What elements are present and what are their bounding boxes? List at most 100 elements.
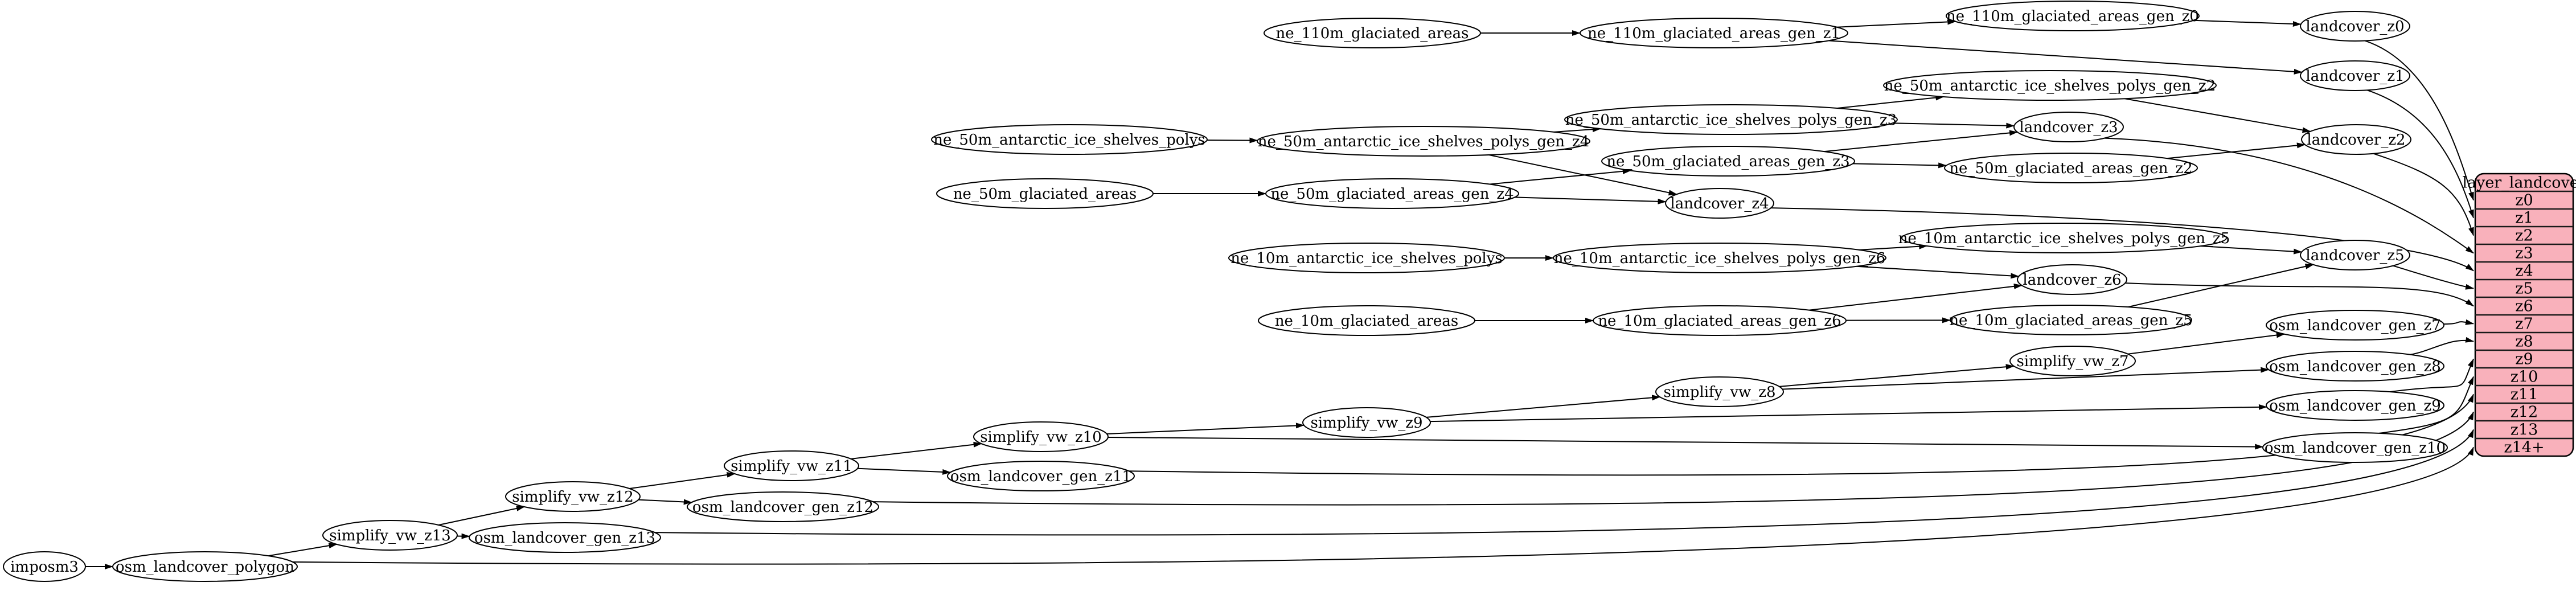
edge-simplify_vw_z8-to-osm_landcover_gen_z8	[1782, 367, 2270, 390]
edge-landcover_z1-to-layer_landcover-z1	[2366, 89, 2474, 219]
node-simplify_vw_z9-label: simplify_vw_z9	[1310, 415, 1422, 432]
edge-osm_landcover_gen_z9-to-layer_landcover-z9	[2389, 358, 2474, 393]
node-osm_landcover_gen_z9-label: osm_landcover_gen_z9	[2269, 397, 2441, 415]
edge-osm_landcover_polygon-to-simplify_vw_z13	[268, 543, 338, 557]
node-ne_50m_glaciated_areas-label: ne_50m_glaciated_areas	[953, 186, 1137, 203]
edge-simplify_vw_z9-to-osm_landcover_gen_z9	[1430, 404, 2267, 423]
node-ne_50m_glaciated_areas_gen_z4: ne_50m_glaciated_areas_gen_z4	[1265, 178, 1519, 209]
edge-ne_50m_antarctic_ice_shelves_polys_gen_z2-to-landcover_z2	[2124, 98, 2311, 133]
edge-ne_10m_antarctic_ice_shelves_polys_gen_z5-to-landcover_z5	[2200, 245, 2303, 255]
node-landcover_z0: landcover_z0	[2300, 11, 2410, 42]
node-ne_50m_antarctic_ice_shelves_polys_gen_z3-shape	[1564, 104, 1898, 135]
node-osm_landcover_gen_z10: osm_landcover_gen_z10	[2262, 432, 2448, 463]
node-ne_110m_glaciated_areas-label: ne_110m_glaciated_areas	[1276, 25, 1469, 42]
table-row-z0: z0	[2515, 192, 2533, 210]
node-osm_landcover_gen_z7: osm_landcover_gen_z7	[2266, 310, 2444, 341]
node-osm_landcover_gen_z12-shape	[687, 491, 879, 522]
edge-simplify_vw_z8-to-simplify_vw_z7	[1779, 364, 2015, 387]
table-row-z12: z12	[2511, 404, 2538, 421]
edge-ne_110m_glaciated_areas_gen_z0-to-landcover_z0	[2193, 19, 2302, 27]
node-ne_110m_glaciated_areas-shape	[1264, 18, 1481, 48]
edge-ne_50m_glaciated_areas_gen_z3-to-landcover_z3	[1824, 130, 2018, 153]
table-row-z6: z6	[2515, 298, 2533, 315]
node-ne_110m_glaciated_areas_gen_z1: ne_110m_glaciated_areas_gen_z1	[1580, 18, 1848, 48]
edge-landcover_z5-to-layer_landcover-z5	[2393, 265, 2474, 290]
node-ne_50m_glaciated_areas_gen_z3: ne_50m_glaciated_areas_gen_z3	[1601, 146, 1855, 177]
node-ne_50m_antarctic_ice_shelves_polys_gen_z2-shape	[1883, 70, 2217, 101]
node-ne_50m_antarctic_ice_shelves_polys_gen_z4-label: ne_50m_antarctic_ice_shelves_polys_gen_z…	[1258, 133, 1590, 150]
node-imposm3-shape	[3, 551, 86, 582]
table-row-z8: z8	[2515, 333, 2533, 351]
node-landcover_z5: landcover_z5	[2300, 240, 2410, 270]
node-simplify_vw_z11-shape	[724, 450, 859, 481]
node-ne_50m_glaciated_areas_gen_z3-label: ne_50m_glaciated_areas_gen_z3	[1606, 153, 1849, 170]
edge-ne_50m_antarctic_ice_shelves_polys_gen_z3-to-landcover_z3	[1892, 122, 2015, 129]
node-ne_50m_antarctic_ice_shelves_polys_gen_z3-label: ne_50m_antarctic_ice_shelves_polys_gen_z…	[1565, 112, 1897, 129]
node-ne_50m_glaciated_areas: ne_50m_glaciated_areas	[936, 178, 1154, 209]
edge-ne_50m_antarctic_ice_shelves_polys_gen_z3-to-ne_50m_antarctic_ice_shelves_polys_gen_z2	[1837, 95, 1945, 109]
edge-simplify_vw_z10-to-osm_landcover_gen_z10	[1107, 436, 2264, 450]
edge-ne_10m_antarctic_ice_shelves_polys_gen_z6-to-landcover_z6	[1856, 265, 2020, 279]
node-ne_50m_glaciated_areas_gen_z3-shape	[1601, 146, 1855, 177]
node-simplify_vw_z11-label: simplify_vw_z11	[731, 458, 852, 475]
node-simplify_vw_z12-shape	[505, 481, 641, 512]
node-imposm3-label: imposm3	[10, 559, 79, 576]
node-landcover_z0-label: landcover_z0	[2306, 18, 2404, 35]
node-osm_landcover_gen_z10-label: osm_landcover_gen_z10	[2265, 440, 2446, 457]
node-simplify_vw_z8: simplify_vw_z8	[1655, 376, 1784, 407]
node-ne_10m_antarctic_ice_shelves_polys_gen_z6-label: ne_10m_antarctic_ice_shelves_polys_gen_z…	[1554, 250, 1886, 267]
node-osm_landcover_gen_z7-label: osm_landcover_gen_z7	[2269, 317, 2441, 334]
table-row-z11: z11	[2511, 386, 2538, 404]
node-landcover_z2-shape	[2301, 124, 2411, 155]
node-osm_landcover_polygon-label: osm_landcover_polygon	[116, 559, 294, 576]
table-layer_landcover: layer_landcoverz0z1z2z3z4z5z6z7z8z9z10z1…	[2462, 173, 2576, 457]
node-ne_50m_antarctic_ice_shelves_polys-shape	[931, 124, 1208, 155]
node-simplify_vw_z10: simplify_vw_z10	[973, 421, 1109, 452]
node-simplify_vw_z8-label: simplify_vw_z8	[1663, 384, 1775, 401]
node-osm_landcover_gen_z11-label: osm_landcover_gen_z11	[950, 468, 1131, 485]
node-ne_50m_antarctic_ice_shelves_polys_gen_z2: ne_50m_antarctic_ice_shelves_polys_gen_z…	[1883, 70, 2217, 101]
node-ne_10m_antarctic_ice_shelves_polys-shape	[1228, 243, 1505, 273]
node-landcover_z6-label: landcover_z6	[2023, 272, 2121, 289]
node-landcover_z1-shape	[2300, 60, 2410, 91]
node-osm_landcover_gen_z8: osm_landcover_gen_z8	[2266, 351, 2444, 382]
node-ne_10m_antarctic_ice_shelves_polys_gen_z5-label: ne_10m_antarctic_ice_shelves_polys_gen_z…	[1898, 230, 2230, 247]
node-simplify_vw_z13-shape	[322, 520, 458, 551]
nodes-layer: imposm3 osm_landcover_polygon simplify_vw_…	[3, 1, 2448, 582]
edge-simplify_vw_z9-to-simplify_vw_z8	[1426, 395, 1661, 418]
node-ne_50m_antarctic_ice_shelves_polys_gen_z4-shape	[1257, 126, 1590, 157]
node-landcover_z2: landcover_z2	[2301, 124, 2411, 155]
node-osm_landcover_polygon-shape	[112, 551, 298, 582]
node-ne_50m_glaciated_areas_gen_z2-label: ne_50m_glaciated_areas_gen_z2	[1949, 160, 2192, 177]
edge-osm_landcover_gen_z13-to-layer_landcover-z13	[654, 429, 2474, 536]
node-ne_50m_antarctic_ice_shelves_polys_gen_z3: ne_50m_antarctic_ice_shelves_polys_gen_z…	[1564, 104, 1898, 135]
node-landcover_z3: landcover_z3	[2013, 112, 2124, 142]
edge-simplify_vw_z10-to-simplify_vw_z9	[1106, 423, 1305, 434]
edge-osm_landcover_gen_z10-to-layer_landcover-z10	[2378, 376, 2474, 434]
node-osm_landcover_gen_z8-label: osm_landcover_gen_z8	[2269, 358, 2441, 375]
node-osm_landcover_gen_z9-shape	[2266, 390, 2444, 421]
edge-simplify_vw_z13-to-simplify_vw_z12	[438, 506, 525, 526]
table-row-z10: z10	[2511, 368, 2538, 386]
node-osm_landcover_gen_z12: osm_landcover_gen_z12	[687, 491, 879, 522]
node-landcover_z2-label: landcover_z2	[2307, 132, 2405, 149]
node-landcover_z3-label: landcover_z3	[2019, 119, 2118, 136]
edge-landcover_z0-to-layer_landcover-z0	[2365, 40, 2474, 201]
node-osm_landcover_polygon: osm_landcover_polygon	[112, 551, 298, 582]
edge-ne_110m_glaciated_areas_gen_z1-to-landcover_z1	[1828, 40, 2303, 75]
node-ne_10m_antarctic_ice_shelves_polys_gen_z6-shape	[1553, 243, 1886, 273]
table-row-z4: z4	[2515, 263, 2533, 280]
node-simplify_vw_z12-label: simplify_vw_z12	[512, 489, 634, 506]
node-ne_50m_glaciated_areas_gen_z4-label: ne_50m_glaciated_areas_gen_z4	[1270, 186, 1513, 203]
node-simplify_vw_z9: simplify_vw_z9	[1302, 407, 1431, 438]
node-simplify_vw_z13-label: simplify_vw_z13	[329, 527, 451, 544]
edge-ne_50m_glaciated_areas_gen_z2-to-landcover_z2	[2167, 142, 2306, 159]
node-osm_landcover_gen_z10-shape	[2262, 432, 2448, 463]
node-simplify_vw_z7-label: simplify_vw_z7	[2016, 353, 2128, 370]
node-ne_10m_antarctic_ice_shelves_polys_gen_z6: ne_10m_antarctic_ice_shelves_polys_gen_z…	[1553, 243, 1886, 273]
node-osm_landcover_gen_z11: osm_landcover_gen_z11	[947, 461, 1135, 491]
node-osm_landcover_gen_z13-shape	[469, 522, 661, 553]
node-ne_110m_glaciated_areas_gen_z0-label: ne_110m_glaciated_areas_gen_z0	[1946, 8, 2199, 25]
node-ne_50m_glaciated_areas_gen_z4-shape	[1265, 178, 1519, 209]
